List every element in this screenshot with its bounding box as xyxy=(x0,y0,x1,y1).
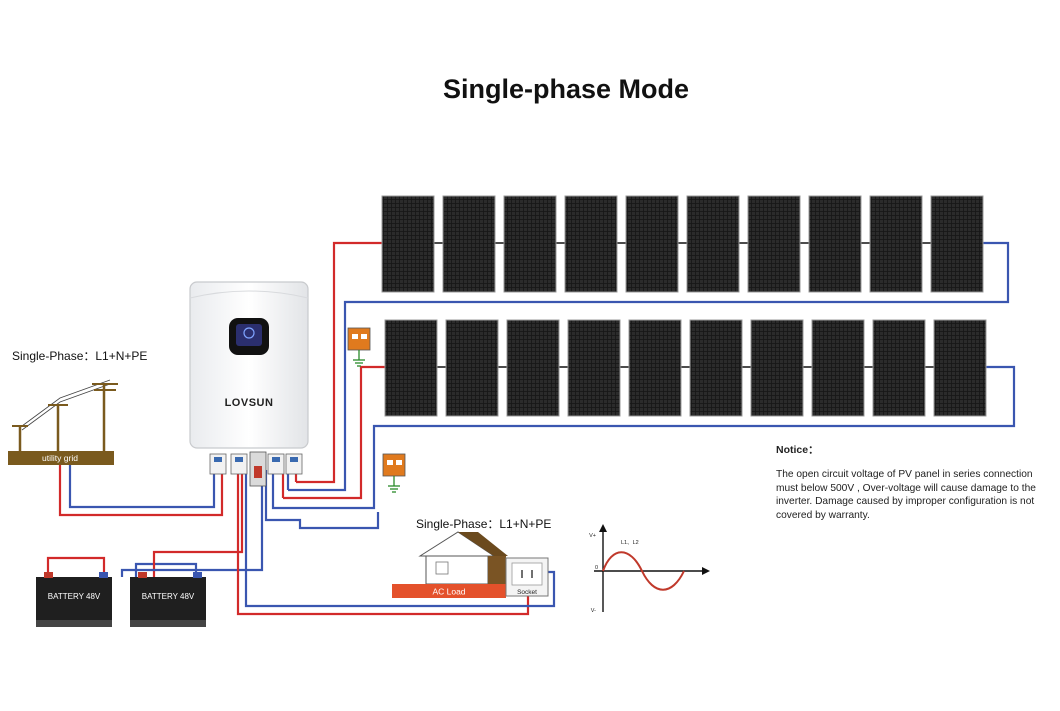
house xyxy=(418,531,508,585)
solar-panel xyxy=(564,195,618,293)
battery-wiring xyxy=(46,470,264,577)
battery-1-label: BATTERY 48V xyxy=(48,592,101,601)
solar-panel xyxy=(506,319,560,417)
pv-row-1 xyxy=(381,195,984,293)
solar-panel xyxy=(567,319,621,417)
grid-phase-label: Single-Phase：L1+N+PE xyxy=(12,349,148,363)
ac-load: AC Load xyxy=(392,584,506,598)
battery-disconnect xyxy=(249,451,267,487)
load-wiring xyxy=(236,470,556,616)
utility-grid: utility grid xyxy=(8,379,118,465)
utility-grid-label: utility grid xyxy=(42,453,78,463)
solar-panel xyxy=(689,319,743,417)
battery-2: BATTERY 48V xyxy=(130,572,206,627)
socket-label: Socket xyxy=(517,589,537,596)
notice-box: Notice： The open circuit voltage of PV p… xyxy=(776,444,1038,522)
solar-panel xyxy=(869,195,923,293)
sine-waveform: V+ V- 0 L1、L2 xyxy=(589,524,710,614)
solar-panel xyxy=(503,195,557,293)
ac-load-label: AC Load xyxy=(432,587,465,597)
grid-wiring xyxy=(58,464,224,517)
surge-protector-2 xyxy=(382,453,406,493)
battery-2-label: BATTERY 48V xyxy=(142,592,195,601)
breaker-pv-2 xyxy=(285,453,303,475)
solar-panel xyxy=(381,195,435,293)
axis-v-minus: V- xyxy=(591,608,596,614)
solar-panel xyxy=(625,195,679,293)
axis-v-plus: V+ xyxy=(589,533,596,539)
inverter: LOVSUN xyxy=(189,281,309,449)
solar-panel xyxy=(445,319,499,417)
pv-row-2 xyxy=(384,319,987,417)
notice-text: The open circuit voltage of PV panel in … xyxy=(776,469,1036,521)
solar-panel xyxy=(750,319,804,417)
notice-heading: Notice： xyxy=(776,444,819,456)
surge-protector-1 xyxy=(347,327,371,367)
axis-zero: 0 xyxy=(595,565,598,571)
breaker-ac-input xyxy=(209,453,227,475)
solar-panel xyxy=(808,195,862,293)
inverter-brand: LOVSUN xyxy=(225,397,274,409)
solar-panel xyxy=(811,319,865,417)
solar-panel xyxy=(628,319,682,417)
breaker-ac-output xyxy=(230,453,248,475)
solar-panel xyxy=(384,319,438,417)
solar-panel xyxy=(442,195,496,293)
phase-labels: L1、L2 xyxy=(621,540,639,546)
solar-panel xyxy=(747,195,801,293)
battery-1: BATTERY 48V xyxy=(36,572,112,627)
load-phase-label: Single-Phase：L1+N+PE xyxy=(416,517,552,531)
solar-panel xyxy=(933,319,987,417)
solar-panel xyxy=(686,195,740,293)
page-title: Single-phase Mode xyxy=(442,74,690,104)
solar-panel xyxy=(872,319,926,417)
solar-panel xyxy=(930,195,984,293)
socket: Socket xyxy=(505,557,549,597)
breaker-pv-1 xyxy=(267,453,285,475)
